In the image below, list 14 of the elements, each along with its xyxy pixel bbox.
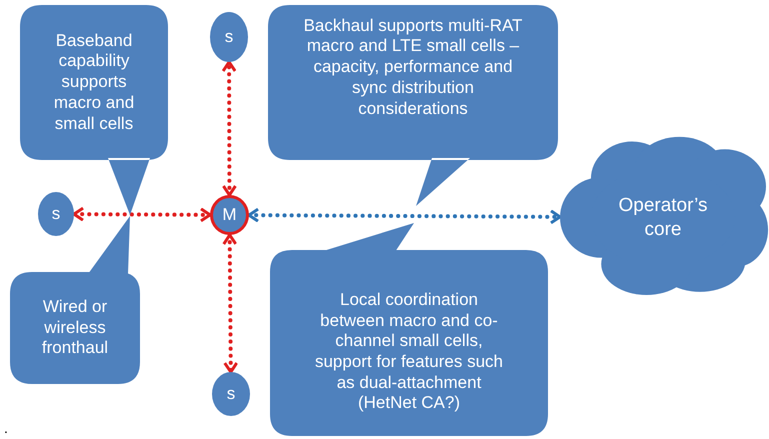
dotted-arrow bbox=[247, 208, 562, 224]
small-cell-circle: s bbox=[210, 12, 248, 62]
cloud-label: Operator’s core bbox=[617, 194, 709, 242]
macro-cell-circle: M bbox=[210, 195, 249, 235]
dotted-arrow bbox=[72, 206, 212, 222]
callout-text: Backhaul supports multi-RAT macro and LTE small cells – capacity, performance and sync distribution considerations bbox=[302, 15, 524, 120]
callout-text: Baseband capability supports macro and small cells bbox=[52, 30, 136, 135]
callout-text: Wired or wireless fronthaul bbox=[40, 296, 110, 360]
dotted-arrow bbox=[222, 60, 237, 197]
stray-mark: . bbox=[4, 420, 8, 436]
dotted-arrow bbox=[222, 233, 238, 374]
small-cell-circle: s bbox=[38, 192, 74, 236]
small-cell-circle: s bbox=[212, 372, 250, 416]
callout-text: Local coordination between macro and co-channel small cells, support for features such as dual-attachment (HetNet CA?) bbox=[314, 288, 504, 414]
